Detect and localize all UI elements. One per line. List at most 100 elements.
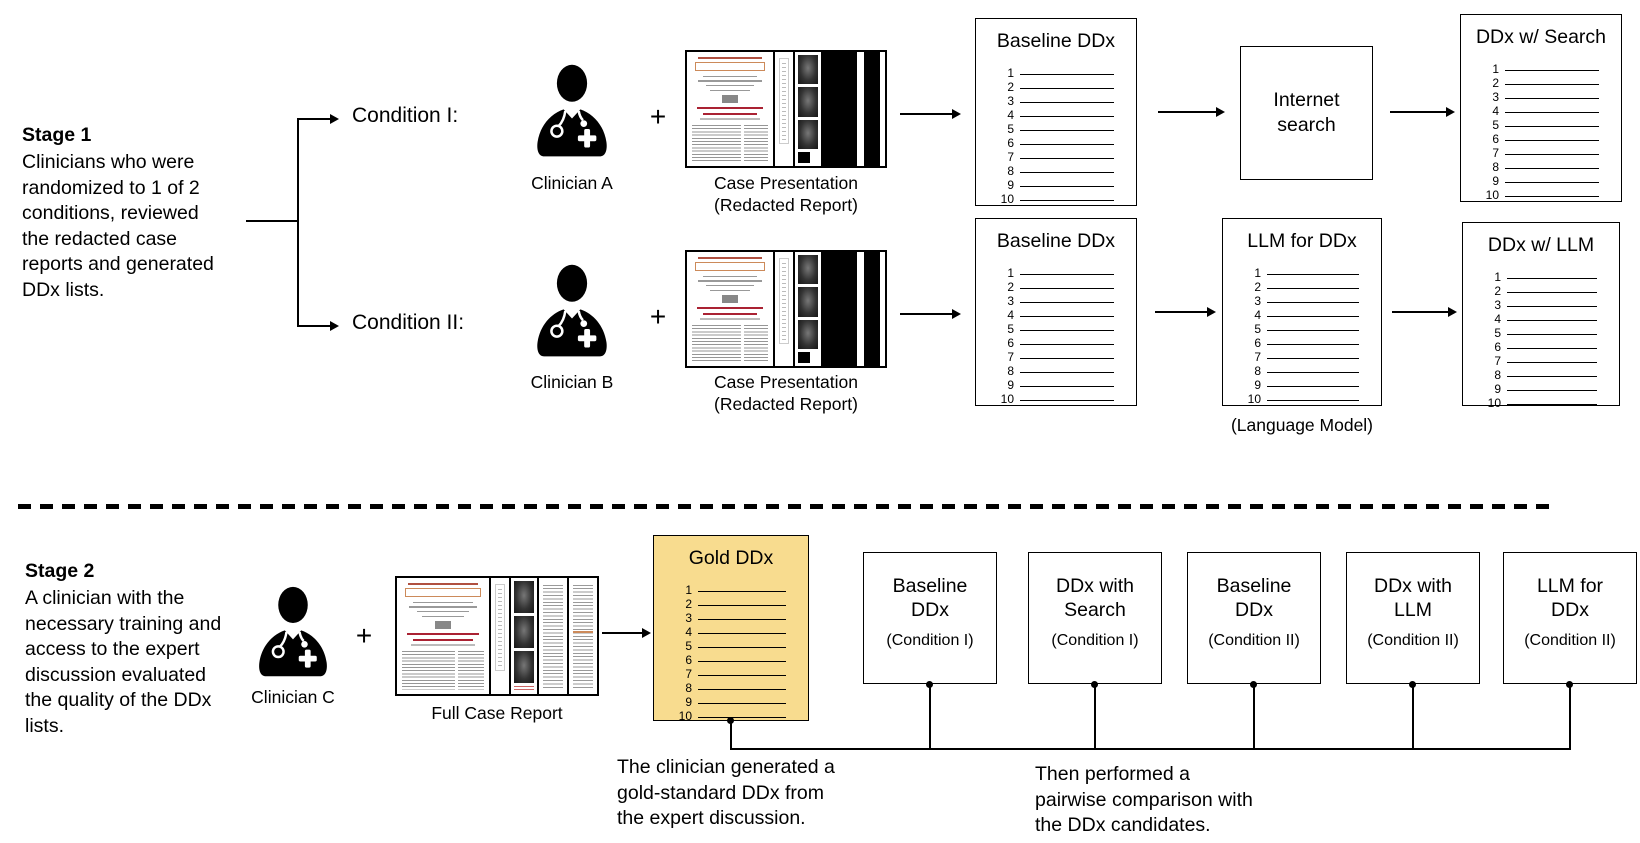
ddx-list-row: 9 (992, 178, 1114, 192)
stage2-description: A clinician with the necessary training … (25, 587, 222, 737)
ddx-list-row: 7 (1239, 350, 1359, 364)
ddx-list: 1 2 3 4 5 6 7 8 (992, 66, 1114, 206)
ddx-list-row: 8 (1239, 364, 1359, 378)
ddx-blank-line (1507, 348, 1597, 349)
ddx-list-row: 5 (1479, 326, 1597, 340)
ddx-list-row: 8 (670, 681, 786, 695)
ddx-rank-number: 1 (1007, 266, 1014, 280)
connector-line (1094, 684, 1096, 750)
report-scan-images (793, 52, 821, 166)
ddx-blank-line (698, 675, 786, 676)
ddx-list-row: 2 (1239, 280, 1359, 294)
ddx-list-row: 4 (1239, 308, 1359, 322)
candidate-condition: (Condition II) (1524, 632, 1616, 649)
ddx-blank-line (698, 633, 786, 634)
ddx-list-row: 10 (1239, 392, 1359, 406)
ddx-list-row: 3 (1479, 298, 1597, 312)
candidate-box-llm-for-ddx: LLM for DDx (Condition II) (1503, 552, 1637, 684)
ddx-blank-line (698, 661, 786, 662)
candidate-box-ddx-with-llm: DDx with LLM (Condition II) (1346, 552, 1480, 684)
ddx-list-row: 3 (670, 611, 786, 625)
ddx-blank-line (1020, 386, 1114, 387)
ddx-list-row: 9 (1239, 378, 1359, 392)
ddx-blank-line (1020, 274, 1114, 275)
report-article-column (397, 578, 489, 694)
internet-search-label: Internet search (1273, 89, 1340, 136)
ddx-rank-number: 10 (1485, 188, 1499, 202)
ddx-blank-line (698, 591, 786, 592)
ddx-blank-line (1267, 302, 1359, 303)
ddx-rank-number: 3 (685, 611, 692, 625)
language-model-caption: (Language Model) (1230, 415, 1374, 435)
stage1-description: Clinicians who were randomized to 1 of 2… (22, 151, 214, 301)
ddx-blank-line (698, 703, 786, 704)
ddx-rank-number: 6 (685, 653, 692, 667)
ddx-blank-line (1267, 400, 1359, 401)
ddx-list-row: 10 (992, 192, 1114, 206)
clinician-b-icon (537, 264, 607, 357)
ddx-blank-line (1505, 98, 1599, 99)
ddx-rank-number: 7 (685, 667, 692, 681)
ddx-list-row: 8 (1479, 368, 1597, 382)
ddx-blank-line (1020, 316, 1114, 317)
ddx-list-row: 5 (992, 122, 1114, 136)
ddx-rank-number: 2 (1254, 280, 1261, 294)
ddx-list-row: 10 (1479, 396, 1597, 410)
ddx-rank-number: 10 (1247, 392, 1261, 406)
ddx-list-row: 7 (992, 150, 1114, 164)
ddx-rank-number: 4 (1007, 108, 1014, 122)
ddx-blank-line (1505, 168, 1599, 169)
ddx-list-row: 6 (992, 136, 1114, 150)
ddx-blank-line (1507, 292, 1597, 293)
ddx-list-row: 2 (670, 597, 786, 611)
condition2-label: Condition II: (352, 311, 465, 334)
redacted-report-thumbnail (685, 250, 887, 368)
ddx-blank-line (1020, 358, 1114, 359)
ddx-blank-line (1507, 376, 1597, 377)
ddx-rank-number: 2 (685, 597, 692, 611)
ddx-list-row: 6 (1477, 132, 1599, 146)
ddx-rank-number: 9 (685, 695, 692, 709)
branch-stub-line (246, 220, 298, 222)
ddx-rank-number: 1 (1492, 62, 1499, 76)
ddx-blank-line (1020, 186, 1114, 187)
llm-for-ddx-box: LLM for DDx 1 2 3 4 5 6 7 (1222, 218, 1382, 406)
ddx-list-row: 7 (1479, 354, 1597, 368)
ddx-rank-number: 4 (685, 625, 692, 639)
ddx-blank-line (698, 647, 786, 648)
ddx-rank-number: 9 (1494, 382, 1501, 396)
ddx-rank-number: 4 (1494, 312, 1501, 326)
condition1-label: Condition I: (352, 104, 459, 127)
ddx-blank-line (1267, 372, 1359, 373)
ddx-blank-line (698, 605, 786, 606)
candidate-title: DDx with LLM (1373, 575, 1452, 621)
candidate-condition: (Condition II) (1208, 632, 1300, 649)
connector-dot (727, 717, 734, 724)
ddx-blank-line (1507, 362, 1597, 363)
case-presentation-caption: Case Presentation (Redacted Report) (714, 372, 858, 414)
ddx-rank-number: 5 (1007, 322, 1014, 336)
report-text-column (567, 578, 597, 694)
report-sidebar-column (773, 252, 793, 366)
ddx-blank-line (1020, 88, 1114, 89)
ddx-rank-number: 1 (1007, 66, 1014, 80)
box-title: LLM for DDx (1247, 230, 1357, 252)
full-case-report-caption: Full Case Report (431, 703, 563, 723)
ddx-blank-line (1267, 344, 1359, 345)
report-scan-images (793, 252, 821, 366)
ddx-rank-number: 2 (1007, 80, 1014, 94)
ddx-blank-line (1505, 182, 1599, 183)
ddx-rank-number: 9 (1254, 378, 1261, 392)
ddx-list-row: 5 (1477, 118, 1599, 132)
clinician-a-icon (537, 64, 607, 157)
candidate-box-baseline-condition1: Baseline DDx (Condition I) (863, 552, 997, 684)
ddx-blank-line (1507, 320, 1597, 321)
candidate-box-ddx-with-search: DDx with Search (Condition I) (1028, 552, 1162, 684)
ddx-list-row: 1 (1239, 266, 1359, 280)
ddx-list-row: 1 (992, 66, 1114, 80)
connector-line (1412, 684, 1414, 750)
ddx-blank-line (1020, 116, 1114, 117)
baseline-ddx-box-condition2: Baseline DDx 1 2 3 4 5 6 7 (975, 218, 1137, 406)
connector-line (929, 684, 931, 750)
